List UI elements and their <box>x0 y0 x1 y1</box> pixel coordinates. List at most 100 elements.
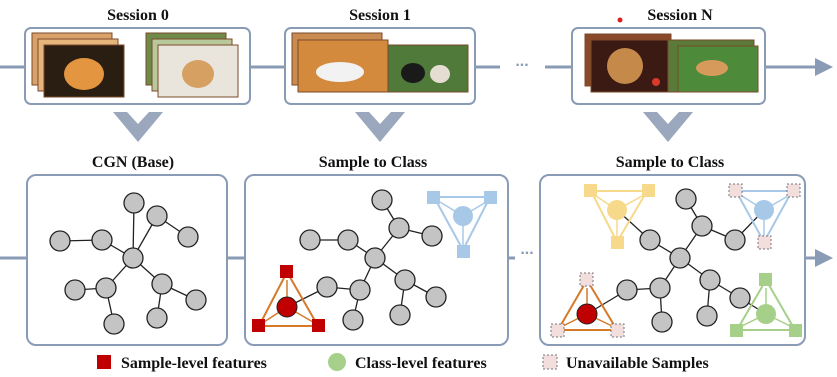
down-chevron-icon <box>113 112 163 142</box>
down-chevron-icon <box>643 112 693 142</box>
graph-node <box>729 287 751 309</box>
graph-node <box>699 269 721 291</box>
red-class-cluster <box>252 265 325 332</box>
session-title: Session 0 <box>107 7 169 24</box>
graph-node <box>299 229 321 251</box>
timeline-arrowhead <box>815 249 833 267</box>
graph-node <box>364 247 386 269</box>
graph-session-1 <box>252 189 497 332</box>
graph-node <box>185 289 207 311</box>
graph-node <box>177 226 199 248</box>
graph-node <box>122 247 144 269</box>
unavailable-sample <box>728 183 743 198</box>
graph-node <box>49 230 71 252</box>
class-legend-label: Class-level features <box>355 355 487 372</box>
graph-node <box>103 313 125 335</box>
unavailable-sample <box>610 323 625 338</box>
graph-session-n <box>550 183 802 338</box>
red-dot-marker <box>617 17 623 23</box>
dog-figure <box>696 60 728 76</box>
graph-node <box>394 269 416 291</box>
graph-node <box>371 189 393 211</box>
unavailable-sample <box>757 235 772 250</box>
session-1: Session 1 <box>284 7 476 105</box>
graph-node <box>349 279 371 301</box>
sample-feature <box>759 273 772 286</box>
blue-class-cluster <box>427 191 497 258</box>
cat-figure <box>607 48 643 84</box>
stage-title: CGN (Base) <box>92 154 174 171</box>
graph-node <box>421 225 443 247</box>
sample-feature <box>457 245 470 258</box>
yellow-class-cluster <box>584 184 655 249</box>
dog-figure <box>401 63 425 83</box>
class-node <box>276 296 298 318</box>
unavailable-sample <box>786 183 801 198</box>
sample-feature <box>427 191 440 204</box>
cat-figure <box>316 62 364 82</box>
down-chevrons <box>113 112 693 142</box>
class-node <box>576 303 598 325</box>
sample-legend-label: Sample-level features <box>121 355 267 372</box>
sample-feature <box>312 319 325 332</box>
graph-node <box>388 217 410 239</box>
graph-node <box>337 229 359 251</box>
dog-figure <box>430 65 450 83</box>
class-node <box>756 304 776 324</box>
sample-feature <box>252 319 265 332</box>
session-title: Session 1 <box>349 7 411 24</box>
down-chevron-icon <box>355 112 405 142</box>
graph-node <box>649 277 671 299</box>
graph-node <box>669 247 691 269</box>
sample-feature <box>280 265 293 278</box>
graph-node <box>639 229 661 251</box>
graph-node <box>146 205 168 227</box>
graph-node <box>389 304 411 326</box>
dogs-photo <box>387 44 469 93</box>
graph-node <box>64 279 86 301</box>
sample-feature <box>730 324 743 337</box>
sample-feature <box>584 184 597 197</box>
graph-node <box>616 279 638 301</box>
timeline-ellipsis: ... <box>520 241 533 258</box>
unavailable-legend-swatch <box>542 354 558 370</box>
graph-node <box>675 188 697 210</box>
dog-figure <box>182 60 214 88</box>
class-node <box>453 206 473 226</box>
bottom-timeline: ... <box>0 241 833 267</box>
unavailable-sample <box>579 272 594 287</box>
graph-node <box>342 309 364 331</box>
stage-title: Sample to Class <box>319 154 427 171</box>
red-class-cluster-n <box>550 272 625 338</box>
class-legend-swatch <box>328 353 346 371</box>
graph-node <box>696 305 718 327</box>
graph-node <box>651 311 673 333</box>
dog-photo <box>677 45 759 93</box>
sample-feature <box>642 184 655 197</box>
sample-feature <box>611 236 624 249</box>
graph-node <box>146 307 168 329</box>
class-node <box>607 200 627 220</box>
session-n: Session N <box>571 7 766 105</box>
sample-legend-swatch <box>97 355 111 369</box>
graph-node <box>95 277 117 299</box>
sample-feature <box>789 324 802 337</box>
graph-base <box>49 192 207 335</box>
sample-feature <box>484 191 497 204</box>
top-timeline: ... <box>0 53 833 76</box>
timeline-arrowhead <box>815 58 833 76</box>
session-title: Session N <box>647 7 713 24</box>
graph-node <box>425 286 447 308</box>
stage-title: Sample to Class <box>616 154 724 171</box>
session-0: Session 0 <box>24 7 251 105</box>
graph-node <box>691 215 713 237</box>
unavailable-legend-label: Unavailable Samples <box>566 355 709 372</box>
graph-node <box>91 229 113 251</box>
graph-node <box>724 229 746 251</box>
cat-figure <box>64 58 104 90</box>
legend: Sample-level features Class-level featur… <box>97 353 709 372</box>
timeline-ellipsis: ... <box>515 53 528 70</box>
graph-node <box>151 273 173 295</box>
graph-node <box>316 276 338 298</box>
